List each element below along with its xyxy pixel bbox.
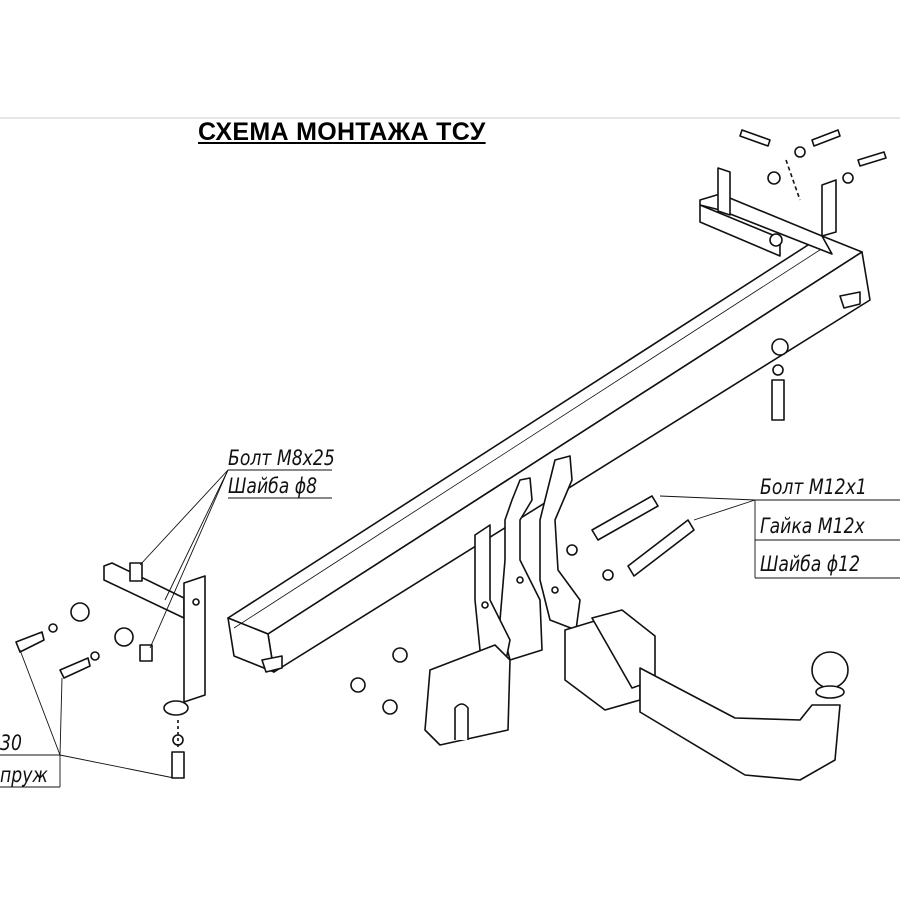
label-washer-12: Шайба ϕ12 <box>760 552 861 576</box>
label-left-lower-2: пруж <box>0 763 48 787</box>
diagram-title: СХЕМА МОНТАЖА ТСУ <box>198 118 486 146</box>
left-bracket <box>15 562 206 779</box>
label-left-lower-1: 30 <box>0 731 22 755</box>
label-washer-8: Шайба ϕ8 <box>228 474 318 498</box>
tow-ball-arm <box>564 609 849 781</box>
right-bolts <box>739 129 887 201</box>
m12-bolts <box>566 495 695 581</box>
label-nut-m12: Гайка M12x <box>760 514 865 538</box>
label-bolt-m12: Болт M12x1 <box>760 475 867 499</box>
right-bracket <box>699 167 837 421</box>
socket-plate <box>350 644 511 746</box>
center-brackets <box>474 455 581 666</box>
leader-lines <box>0 469 900 788</box>
label-bolt-m8: Болт M8x25 <box>228 446 335 470</box>
